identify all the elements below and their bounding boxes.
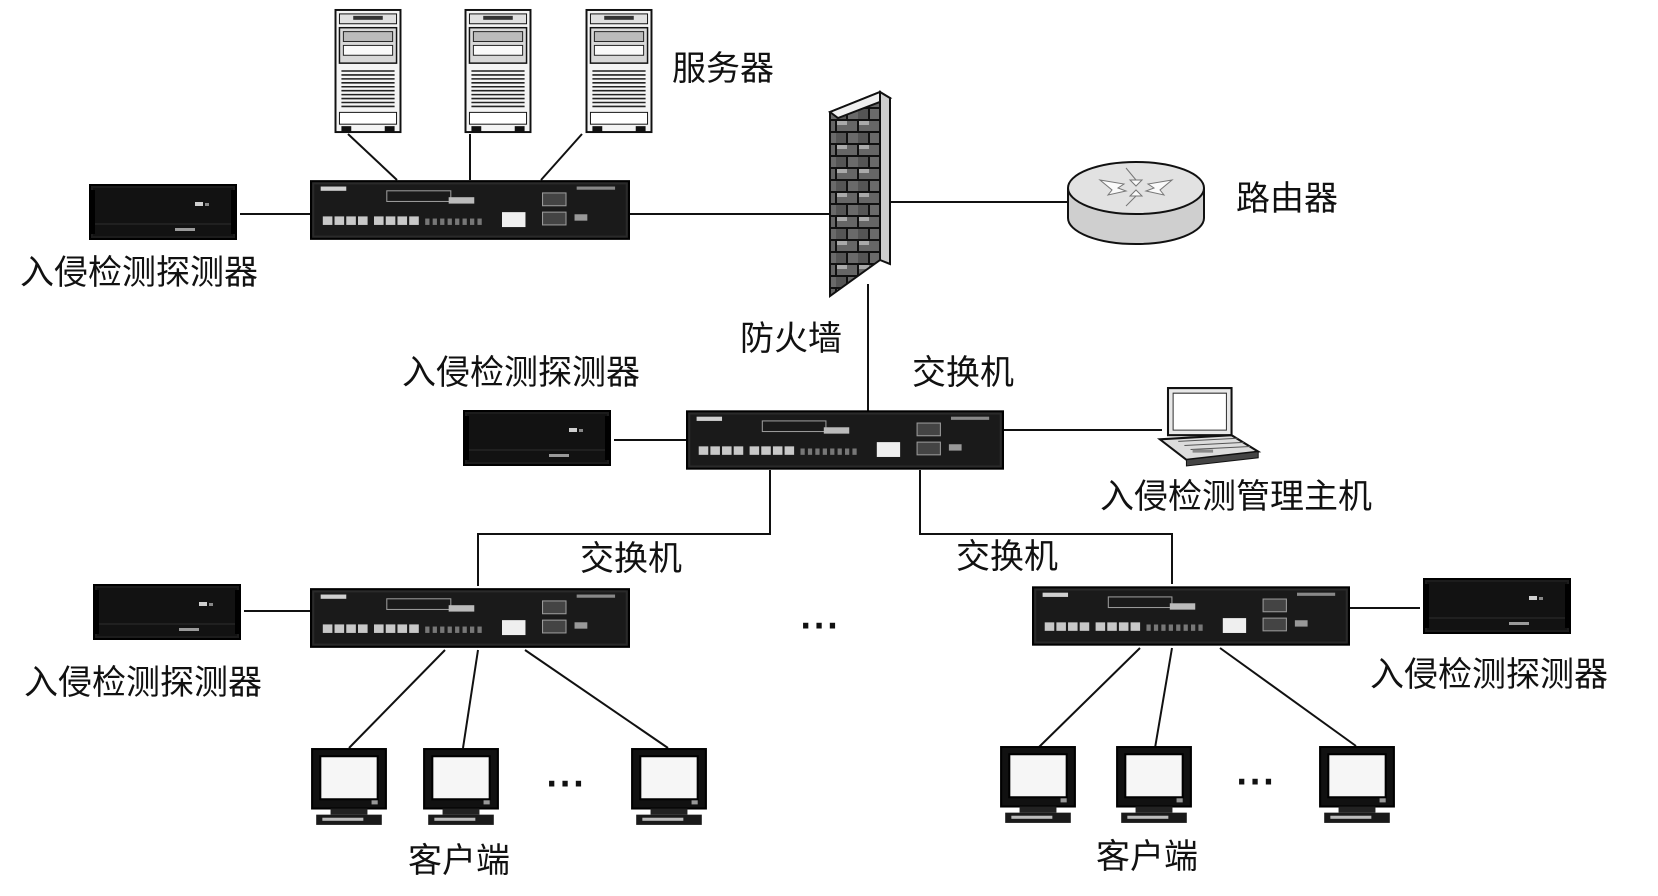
link-server3-switch <box>540 133 583 181</box>
label-ids-probe-right: 入侵检测探测器 <box>1370 655 1608 695</box>
link-server1-switch <box>347 133 398 181</box>
client-left-1-icon <box>311 747 387 826</box>
label-ids-probe-left: 入侵检测探测器 <box>24 663 262 703</box>
client-right-3-icon <box>1319 745 1395 824</box>
label-ids-probe-mid: 入侵检测探测器 <box>402 353 640 393</box>
switches-ellipsis: ··· <box>800 609 841 644</box>
connection-lines <box>240 133 1420 749</box>
label-servers: 服务器 <box>672 49 774 89</box>
link-core-right-switch <box>919 470 1173 584</box>
server-icon-3 <box>585 8 653 134</box>
label-firewall: 防火墙 <box>740 319 842 359</box>
ids-probe-mid-icon <box>462 410 612 466</box>
right-switch-icon <box>1032 586 1350 646</box>
left-switch-icon <box>310 588 630 648</box>
link-lsw-client1 <box>348 649 446 749</box>
server-icon-1 <box>334 8 402 134</box>
client-right-1-icon <box>1000 745 1076 824</box>
client-right-2-icon <box>1116 745 1192 824</box>
clients-left-ellipsis: ··· <box>546 767 587 802</box>
ids-probe-right-icon <box>1422 578 1572 634</box>
server-icon-2 <box>464 8 532 134</box>
clients-right-ellipsis: ··· <box>1236 765 1277 800</box>
client-left-3-icon <box>631 747 707 826</box>
ids-probe-left-icon <box>92 584 242 640</box>
label-clients-right: 客户端 <box>1096 837 1198 877</box>
label-ids-probe-top: 入侵检测探测器 <box>20 253 258 293</box>
firewall-icon <box>827 90 893 298</box>
link-rsw-client1 <box>1037 647 1141 749</box>
link-lsw-client3 <box>524 649 669 749</box>
top-switch-icon <box>310 180 630 240</box>
core-switch-icon <box>686 410 1004 470</box>
link-rsw-client3 <box>1219 647 1357 747</box>
label-switch-right: 交换机 <box>956 537 1058 577</box>
ids-probe-top-icon <box>88 184 238 240</box>
link-core-left-switch <box>477 470 771 586</box>
label-switch-left: 交换机 <box>580 539 682 579</box>
client-left-2-icon <box>423 747 499 826</box>
ids-manager-laptop-icon <box>1158 386 1260 468</box>
router-icon <box>1067 161 1205 245</box>
label-router: 路由器 <box>1236 179 1338 219</box>
link-lsw-client2 <box>462 649 479 749</box>
label-clients-left: 客户端 <box>408 841 510 881</box>
label-switch-core: 交换机 <box>912 353 1014 393</box>
label-ids-manager: 入侵检测管理主机 <box>1100 477 1372 517</box>
link-rsw-client2 <box>1154 647 1173 749</box>
